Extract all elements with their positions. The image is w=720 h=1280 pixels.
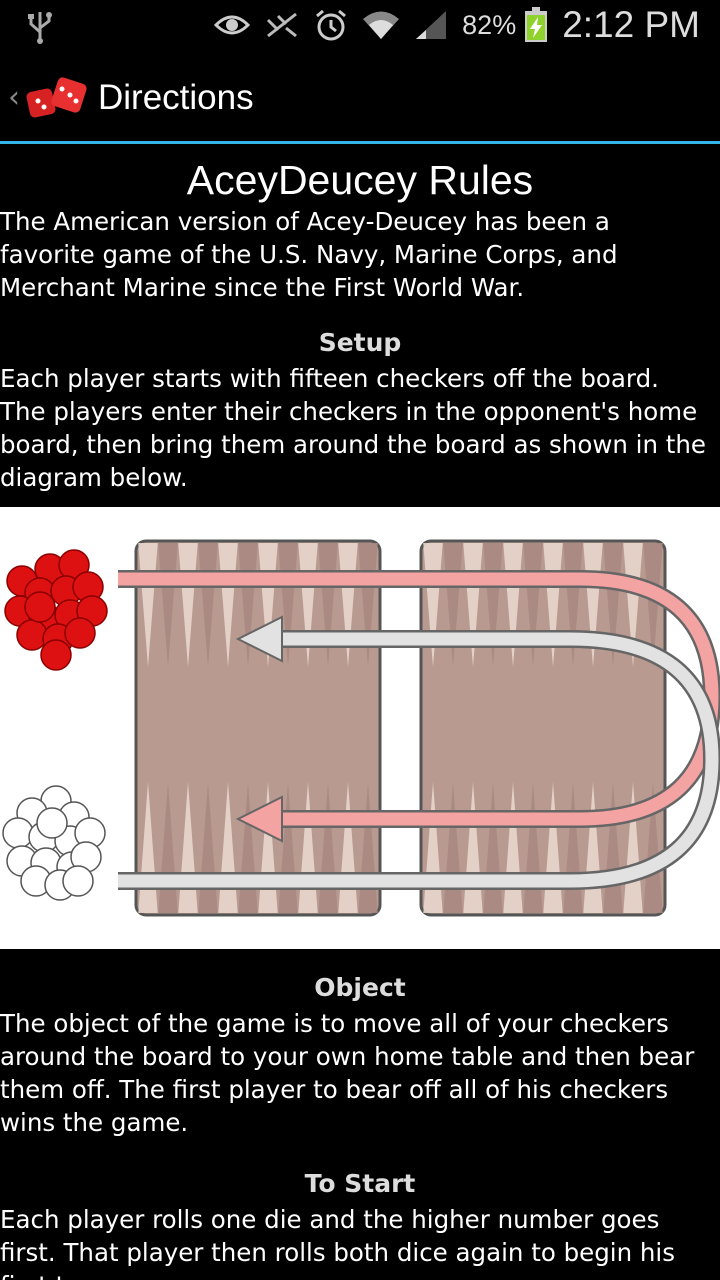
wifi-icon <box>362 10 400 40</box>
rules-content[interactable]: AceyDeucey Rules The American version of… <box>0 147 720 1280</box>
red-checkers <box>4 549 108 671</box>
object-heading: Object <box>314 973 406 1002</box>
white-checkers <box>2 785 106 901</box>
dice-icon <box>26 76 88 122</box>
white-arrow <box>118 615 720 890</box>
board-diagram <box>0 507 720 949</box>
status-bar: 82% 2:12 PM <box>0 0 720 50</box>
cell-signal-icon <box>414 10 448 40</box>
board-left-half <box>134 539 382 917</box>
chevron-left-icon: ‹ <box>8 80 20 115</box>
setup-text: Each player starts with fifteen checkers… <box>0 364 707 492</box>
no-signal-icon <box>264 10 300 40</box>
red-arrow <box>118 570 720 843</box>
battery-percent: 82% <box>462 9 517 40</box>
page-title: Directions <box>98 78 254 117</box>
start-text: Each player rolls one die and the higher… <box>0 1205 676 1280</box>
board-right-half <box>419 539 667 917</box>
intro-text: The American version of Acey-Deucey has … <box>0 207 618 302</box>
alarm-icon <box>314 8 348 42</box>
battery-charging-icon <box>524 7 548 43</box>
action-bar: ‹ Directions <box>0 50 720 144</box>
object-text: The object of the game is to move all of… <box>0 1009 695 1137</box>
usb-icon <box>26 8 54 48</box>
start-heading: To Start <box>304 1169 416 1198</box>
up-button[interactable]: ‹ <box>0 50 94 144</box>
clock: 2:12 PM <box>562 4 700 45</box>
eye-icon <box>214 13 251 37</box>
rules-title: AceyDeucey Rules <box>186 157 534 203</box>
setup-heading: Setup <box>318 328 402 357</box>
